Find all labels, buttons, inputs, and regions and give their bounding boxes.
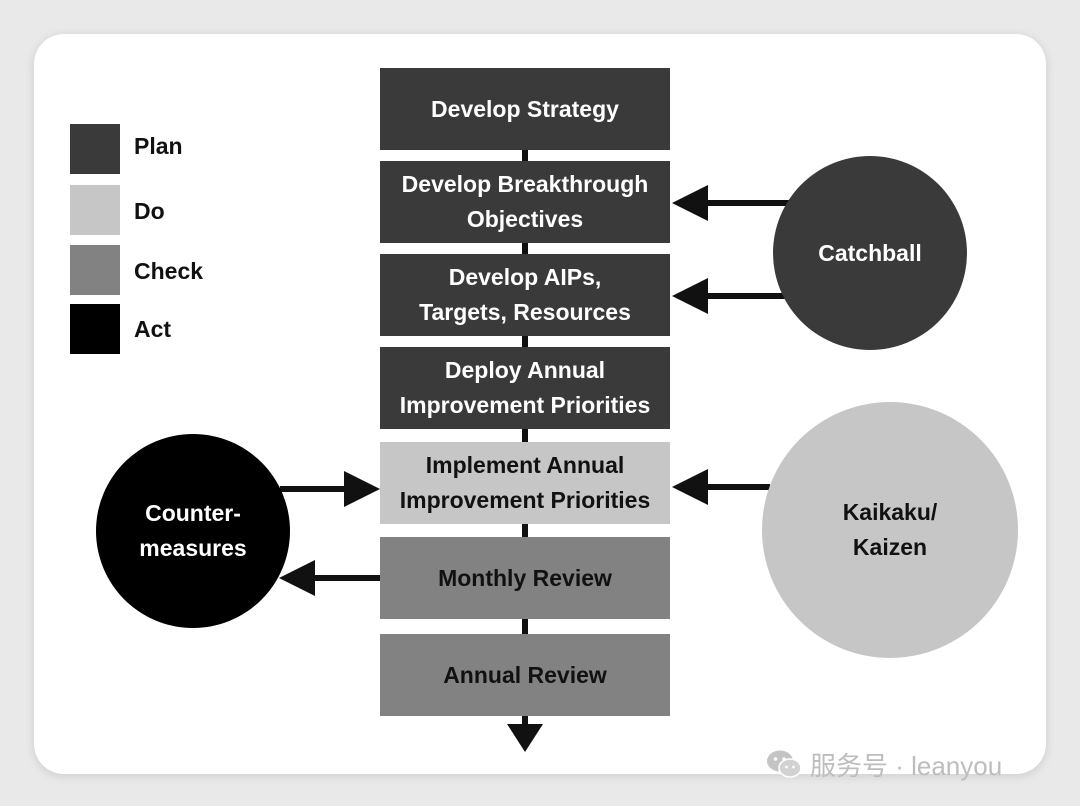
legend-label-do: Do: [134, 198, 165, 224]
step-label-line-2: Objectives: [466, 206, 584, 232]
step-label-line-2: Improvement Priorities: [399, 392, 651, 418]
step-label-line-1: Implement Annual: [425, 452, 625, 478]
step-label-line-2: Improvement Priorities: [399, 487, 651, 513]
step-label-line-1: Deploy Annual: [444, 357, 606, 383]
circle-label-line-2: Kaizen: [852, 534, 928, 560]
kaikaku-kaizen-circle: Kaikaku/ Kaizen: [762, 402, 1018, 658]
step-monthly-review: Monthly Review: [380, 537, 670, 619]
circle-label-line-1: Catchball: [818, 239, 922, 266]
watermark: 服务号 · leanyou: [766, 744, 1046, 784]
step-label-line-1: Monthly Review: [438, 564, 612, 591]
legend-label-plan: Plan: [134, 133, 183, 159]
legend-swatch-plan: [70, 124, 120, 174]
step-develop-aips: Develop AIPs, Targets, Resources: [380, 254, 670, 336]
step-implement-annual-priorities: Implement Annual Improvement Priorities: [380, 442, 670, 524]
step-label-line-2: Targets, Resources: [419, 299, 631, 325]
legend-swatch-do: [70, 185, 120, 235]
legend-label-check: Check: [134, 258, 204, 284]
wechat-icon: [767, 750, 802, 778]
step-develop-strategy: Develop Strategy: [380, 68, 670, 150]
legend-swatch-check: [70, 245, 120, 295]
step-label-line-1: Develop Breakthrough: [401, 171, 649, 197]
flow-end-arrowhead: [507, 724, 543, 752]
step-label-line-1: Annual Review: [443, 661, 607, 688]
watermark-text: 服务号 · leanyou: [810, 750, 1003, 781]
step-develop-breakthrough-objectives: Develop Breakthrough Objectives: [380, 161, 670, 243]
circle-label-line-1: Kaikaku/: [842, 499, 938, 525]
legend-swatch-act: [70, 304, 120, 354]
step-deploy-annual-priorities: Deploy Annual Improvement Priorities: [380, 347, 670, 429]
step-label-line-1: Develop Strategy: [431, 95, 619, 122]
countermeasures-circle: Counter- measures: [96, 434, 290, 628]
step-label-line-1: Develop AIPs,: [448, 264, 602, 290]
step-annual-review: Annual Review: [380, 634, 670, 716]
circle-label-line-2: measures: [139, 535, 247, 561]
legend-label-act: Act: [134, 316, 172, 342]
catchball-circle: Catchball: [773, 156, 967, 350]
circle-label-line-1: Counter-: [145, 500, 241, 526]
